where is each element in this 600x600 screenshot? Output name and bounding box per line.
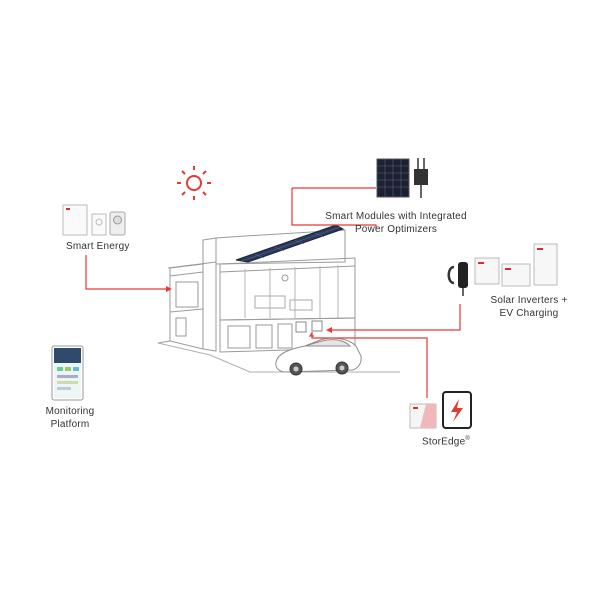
solar-panel-icon — [376, 158, 428, 198]
connector-storedge — [311, 332, 428, 398]
connector-smart-energy — [85, 255, 168, 290]
connector-inverters — [330, 304, 461, 331]
inverters-label-line2: EV Charging — [499, 308, 559, 319]
car-illustration — [275, 337, 362, 376]
connector-lines — [85, 187, 461, 398]
inverter-icon — [474, 243, 558, 287]
smart-modules-label-line2: Power Optimizers — [354, 224, 438, 235]
connector-modules — [291, 188, 377, 228]
sun-icon — [177, 166, 211, 200]
smart-energy-label: Smart Energy — [66, 241, 130, 252]
inverters-label: Solar Inverters + EV Charging — [474, 294, 584, 320]
smart-modules-label-line1: Smart Modules with Integrated — [325, 211, 467, 222]
inverters-label-line1: Solar Inverters + — [490, 295, 568, 306]
power-optimizer — [414, 169, 428, 185]
registered-mark: ® — [465, 436, 470, 442]
ev-charger-icon — [447, 262, 468, 296]
storedge-label: StorEdge® — [411, 433, 481, 448]
monitoring-label: Monitoring Platform — [34, 405, 106, 431]
smart-modules-label: Smart Modules with Integrated Power Opti… — [316, 210, 476, 236]
monitoring-phone-icon — [51, 345, 84, 401]
storedge-label-text: StorEdge — [422, 436, 466, 448]
monitoring-label-line1: Monitoring — [45, 406, 95, 417]
roof-solar-array — [235, 224, 345, 263]
smart-energy-box — [62, 204, 88, 236]
smart-energy-devices — [62, 204, 126, 236]
storedge-devices — [409, 391, 472, 429]
monitoring-label-line2: Platform — [50, 419, 90, 430]
